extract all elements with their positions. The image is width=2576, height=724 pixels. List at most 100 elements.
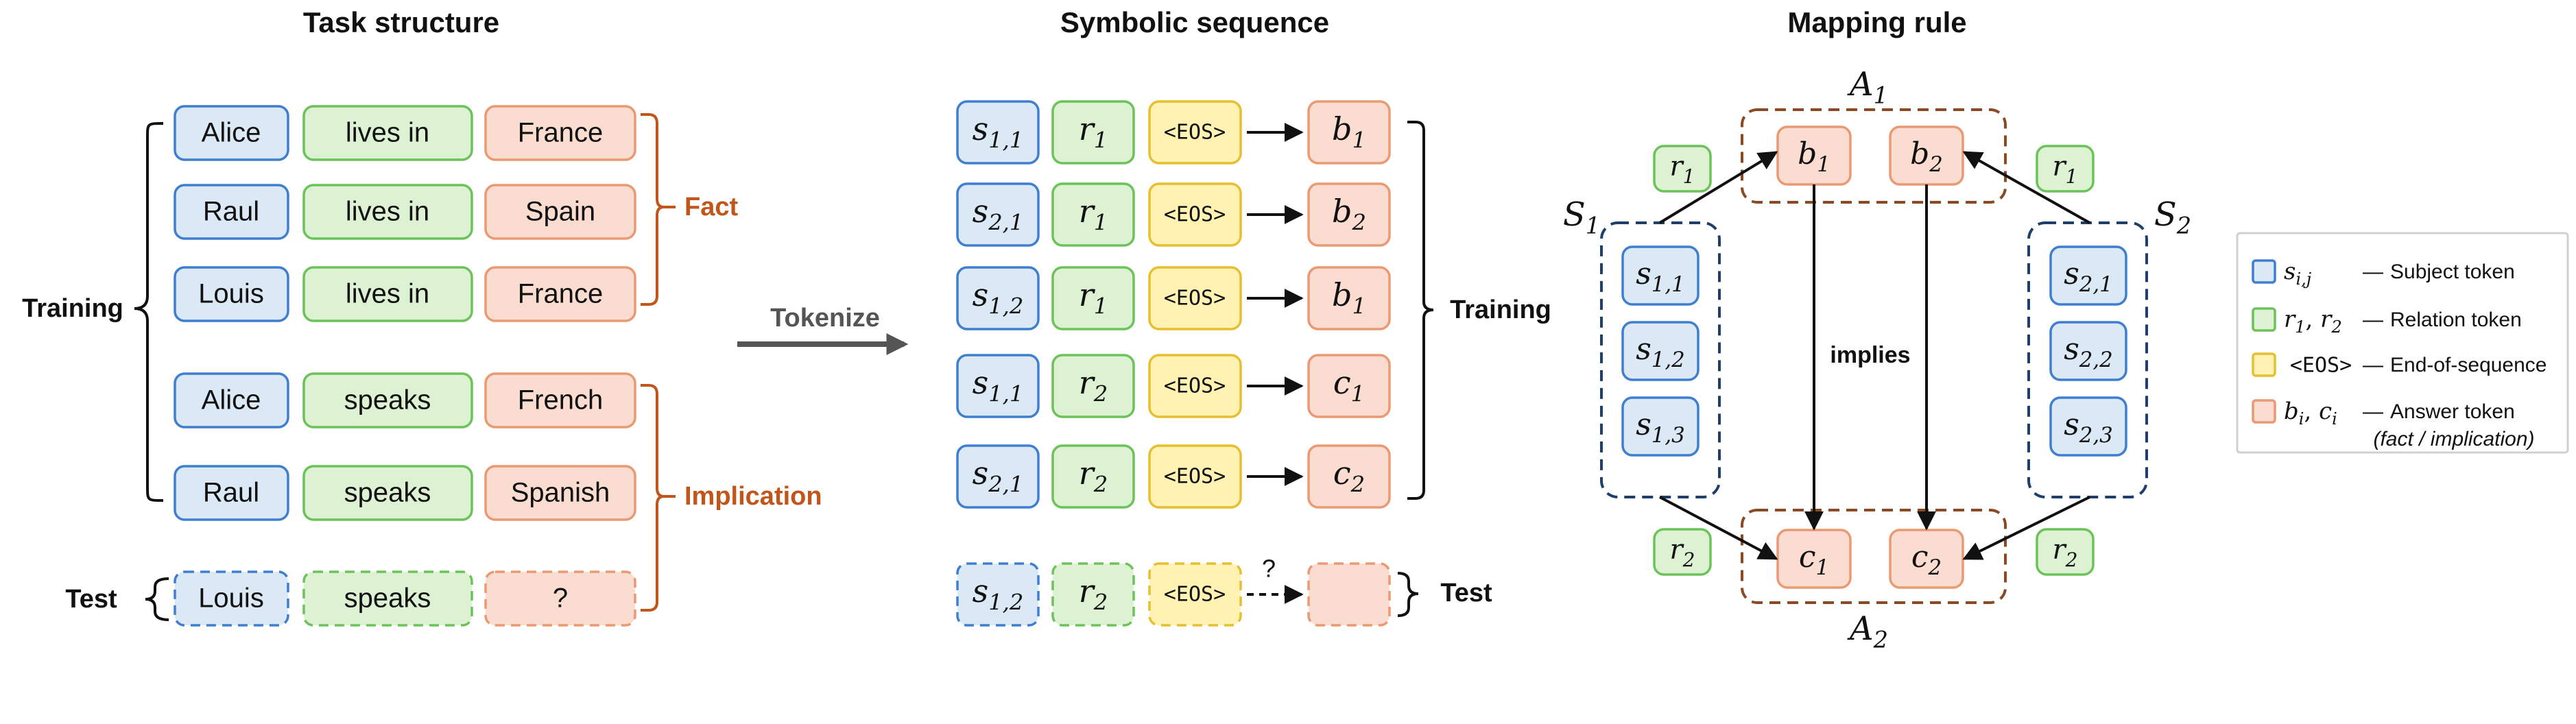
- seq-answer-token: c1: [1333, 364, 1365, 407]
- sequence-training-brace: [1407, 121, 1434, 500]
- task-subject-box: [174, 105, 289, 161]
- mapping-rule-title: Mapping rule: [1787, 6, 1966, 38]
- seq-subject-token: s1,1: [973, 110, 1024, 153]
- legend-symbol-relation: r1, r2: [2284, 306, 2342, 337]
- seq-answer-token: b2: [1332, 193, 1366, 235]
- seq-relation-box: [1051, 444, 1135, 509]
- cluster-s2-label: S2: [2154, 195, 2191, 239]
- task-relation-box: [302, 105, 473, 161]
- mapping-s1-box: [1621, 396, 1700, 457]
- task-relation-box: [302, 266, 473, 322]
- legend-swatch-relation: [2252, 307, 2276, 332]
- seq-relation-token: r2: [1079, 364, 1108, 407]
- task-answer-text: France: [518, 118, 604, 148]
- task-relation-text: lives in: [346, 279, 429, 309]
- task-answer-text: Spanish: [511, 478, 610, 508]
- mapping-s2-box: [2049, 396, 2127, 457]
- cluster-a2-label: A2: [1847, 610, 1888, 653]
- seq-answer-token: b1: [1332, 276, 1366, 319]
- seq-answer-token: c2: [1333, 455, 1365, 497]
- task-test-answer-box: [484, 570, 636, 627]
- seq-eos-token: <EOS>: [1164, 374, 1226, 398]
- task-answer-box: [484, 105, 636, 161]
- task-answer-text: France: [518, 279, 604, 309]
- legend-desc-subject: Subject token: [2390, 261, 2515, 283]
- implication-label: Implication: [684, 482, 822, 511]
- seq-subject-token: s2,1: [973, 455, 1024, 497]
- task-test-subject-text: Louis: [198, 583, 264, 614]
- legend-dash: —: [2363, 354, 2383, 376]
- task-subject-box: [174, 372, 289, 429]
- task-relation-text: speaks: [344, 478, 431, 508]
- mapping-relation-tag: [2036, 528, 2095, 576]
- task-subject-box: [174, 266, 289, 322]
- legend-symbol-answer: bi, ci: [2284, 398, 2337, 429]
- mapping-relation-tag-text: r1: [1670, 151, 1695, 187]
- mapping-s1-token: s1,1: [1636, 256, 1685, 297]
- task-training-label: Training: [22, 294, 123, 323]
- legend-symbol-subject: si,j: [2284, 258, 2312, 289]
- symbolic-sequence-panel: Symbolic sequence s1,1 r1 <EOS> b1 s2,1 r1 <EO…: [956, 6, 1551, 627]
- mapping-s1-token: s1,2: [1636, 332, 1685, 372]
- mapping-relation-tag: [2036, 145, 2095, 193]
- seq-eos-token: <EOS>: [1164, 287, 1226, 311]
- seq-test-answer-box: [1307, 562, 1391, 627]
- cluster-a1-frame: [1741, 108, 2007, 204]
- legend-answer-note: (fact / implication): [2373, 428, 2534, 450]
- seq-test-subject-token: s1,2: [973, 572, 1024, 615]
- task-test-brace: [145, 577, 169, 621]
- task-test-relation-text: speaks: [344, 583, 431, 614]
- task-answer-text: French: [518, 385, 604, 415]
- seq-subject-token: s2,1: [973, 193, 1024, 235]
- mapping-b-token: b1: [1798, 136, 1830, 177]
- task-answer-box: [484, 184, 636, 240]
- cluster-s1-label: S1: [1563, 195, 1600, 239]
- legend-desc-relation: Relation token: [2390, 309, 2522, 331]
- seq-answer-box: [1307, 100, 1391, 165]
- seq-eos-box: [1148, 444, 1242, 509]
- mapping-relation-tag-text: r2: [1670, 534, 1695, 570]
- seq-subject-box: [956, 182, 1040, 247]
- task-test-label: Test: [65, 585, 117, 614]
- task-test-answer-text: ?: [553, 583, 568, 614]
- task-subject-text: Louis: [198, 279, 264, 309]
- arrow-s2-to-b2: [1962, 151, 2090, 224]
- seq-answer-box: [1307, 444, 1391, 509]
- seq-subject-token: s1,1: [973, 364, 1024, 407]
- mapping-relation-tag: [1653, 528, 1712, 576]
- seq-answer-token: b1: [1332, 110, 1366, 153]
- legend-dash: —: [2363, 309, 2383, 331]
- sequence-test-label: Test: [1440, 579, 1492, 607]
- mapping-s1-box: [1621, 321, 1700, 381]
- task-relation-text: speaks: [344, 385, 431, 415]
- fact-label: Fact: [684, 193, 738, 221]
- legend-frame: [2236, 232, 2569, 454]
- seq-answer-box: [1307, 182, 1391, 247]
- symbolic-sequence-title: Symbolic sequence: [1060, 6, 1329, 38]
- legend-desc-eos: End-of-sequence: [2390, 354, 2547, 376]
- seq-eos-token: <EOS>: [1164, 121, 1226, 145]
- mapping-s2-box: [2049, 321, 2127, 381]
- mapping-s2-box: [2049, 245, 2127, 306]
- tokenize-step: Tokenize: [737, 304, 909, 355]
- tokenize-label: Tokenize: [770, 304, 880, 333]
- task-training-brace: [134, 122, 164, 502]
- task-subject-text: Alice: [202, 385, 261, 415]
- seq-relation-token: r1: [1079, 110, 1108, 153]
- seq-answer-box: [1307, 266, 1391, 330]
- seq-relation-token: r1: [1079, 193, 1108, 235]
- seq-relation-box: [1051, 182, 1135, 247]
- sequence-test-brace: [1397, 572, 1419, 617]
- legend-swatch-answer: [2252, 399, 2276, 424]
- mapping-s2-token: s2,3: [2064, 407, 2113, 448]
- task-subject-text: Raul: [203, 478, 259, 508]
- seq-eos-token: <EOS>: [1164, 203, 1226, 227]
- cluster-a1-label: A1: [1847, 65, 1888, 109]
- mapping-s1-token: s1,3: [1636, 407, 1685, 448]
- mapping-c-token: c2: [1911, 540, 1942, 580]
- arrow-s2-to-c2: [1962, 496, 2090, 560]
